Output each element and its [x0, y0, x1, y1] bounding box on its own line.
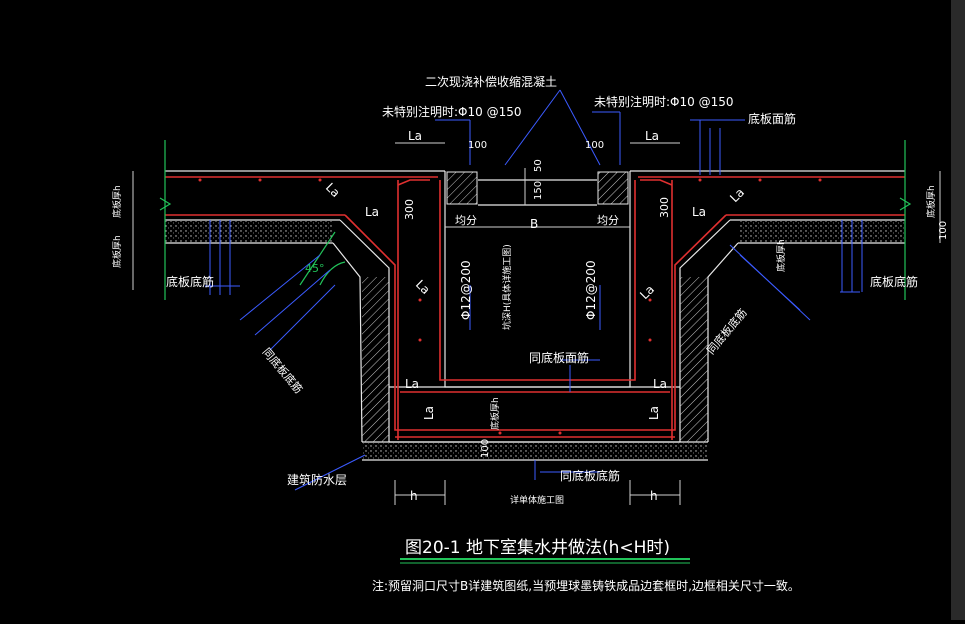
rebar-lines — [165, 176, 905, 440]
label-slab-thickness-left-top: 底板厚h — [111, 185, 123, 218]
label-bottom-dim: 详单体施工图 — [510, 494, 564, 506]
label-slab-bottom-bar-left: 底板底筋 — [166, 274, 214, 289]
label-La-mid-left: La — [365, 205, 379, 219]
label-even-left: 均分 — [455, 214, 477, 227]
left-wall-hatch — [362, 277, 389, 442]
rebar-dots — [198, 178, 822, 435]
label-same-bottom-bar-right: 同底板底筋 — [704, 306, 750, 357]
label-second-pour-concrete: 二次现浇补偿收缩混凝土 — [425, 74, 557, 89]
label-note-right: 未特别注明时:Φ10 @150 — [594, 94, 733, 109]
label-La-top-right: La — [645, 129, 659, 143]
label-same-top-bar-center: 同底板面筋 — [529, 350, 589, 365]
label-La-diag-left: La — [323, 180, 343, 200]
label-La-bot-left: La — [405, 377, 419, 391]
right-wall-hatch — [680, 277, 708, 442]
label-50: 50 — [533, 159, 544, 172]
label-rebar-left: Φ12@200 — [459, 260, 473, 320]
label-same-bottom-bar-left: 同底板底筋 — [260, 345, 306, 396]
leader-lines — [205, 89, 863, 491]
label-La-bot-right: La — [653, 377, 667, 391]
label-note-left: 未特别注明时:Φ10 @150 — [382, 104, 521, 119]
label-La-diag-right: La — [727, 185, 747, 205]
label-100-right: 100 — [585, 140, 604, 151]
label-angle-45: 45° — [305, 262, 325, 275]
drawing-footnote: 注:预留洞口尺寸B详建筑图纸,当预埋球墨铸铁成品边套框时,边框相关尺寸一致。 — [372, 578, 800, 593]
label-B: B — [530, 217, 538, 231]
label-slab-thickness-right-top: 底板厚h — [925, 185, 937, 218]
label-slab-thickness-right-bottom: 底板厚h — [775, 239, 787, 272]
drawing-title: 图20-1 地下室集水井做法(h<H时) — [405, 538, 670, 558]
label-300-left: 300 — [403, 199, 416, 220]
right-gravel — [740, 221, 905, 242]
label-La-top-left: La — [408, 129, 422, 143]
label-150: 150 — [533, 181, 544, 200]
right-grout-block — [597, 171, 629, 205]
label-La-mid-right: La — [692, 205, 706, 219]
label-pit-depth: 坑深H(具体详施工图) — [501, 244, 513, 330]
label-slab-top-bar: 底板面筋 — [748, 111, 796, 126]
label-100-side: 100 — [938, 221, 949, 240]
bottom-gravel — [362, 443, 708, 459]
label-even-right: 均分 — [597, 214, 619, 227]
label-same-bottom-bar-center: 同底板底筋 — [560, 468, 620, 483]
label-300-right: 300 — [658, 197, 671, 218]
label-La-vert-right: La — [647, 406, 661, 420]
label-h-right: h — [650, 489, 658, 503]
label-La-diag-left-2: La — [413, 277, 433, 297]
section-break-lines — [159, 140, 912, 300]
label-slab-bottom-bar-right: 底板底筋 — [870, 274, 918, 289]
label-slab-thickness-center: 底板厚h — [489, 397, 501, 430]
window-edge — [951, 0, 965, 620]
label-slab-thickness-left-bottom: 底板厚h — [111, 235, 123, 268]
left-grout-block — [446, 171, 478, 205]
label-La-vert-left: La — [422, 406, 436, 420]
label-waterproof: 建筑防水层 — [287, 472, 347, 487]
left-gravel — [165, 221, 333, 242]
concrete-outline — [165, 170, 905, 461]
label-La-diag-right-2: La — [637, 282, 657, 302]
label-h-left: h — [410, 489, 418, 503]
label-100-bottom: 100 — [480, 439, 491, 458]
dimension-lines — [132, 142, 941, 505]
label-rebar-right: Φ12@200 — [584, 260, 598, 320]
label-100-left: 100 — [468, 140, 487, 151]
